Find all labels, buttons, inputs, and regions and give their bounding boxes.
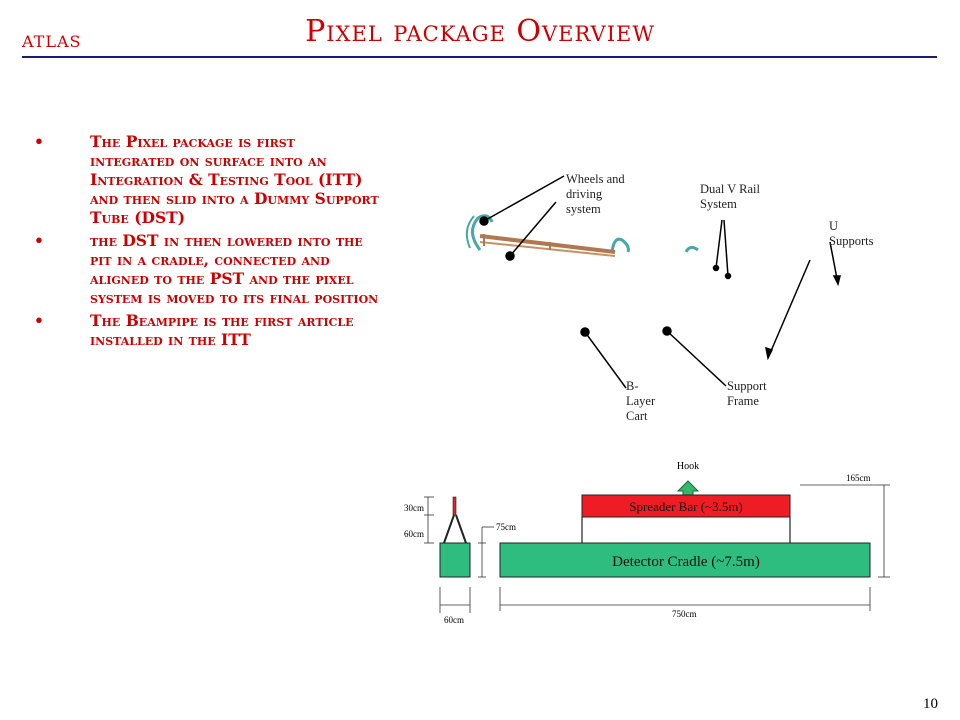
bullet-text: The Pixel package is first integrated on… — [90, 132, 379, 227]
title-divider — [22, 56, 937, 58]
atlas-logo-text: ATLAS — [22, 32, 82, 51]
dim-30cm: 30cm — [404, 503, 424, 513]
itt-ring-shapes — [465, 214, 699, 257]
bullet-marker: • — [34, 311, 44, 330]
label-wheels-line: system — [566, 202, 601, 216]
label-support-line: Frame — [727, 394, 759, 408]
bullet-item: • The Beampipe is the first article inst… — [34, 311, 384, 349]
bullet-item: • The Pixel package is first integrated … — [34, 132, 384, 227]
label-u-line: U — [829, 219, 839, 233]
hook-label: Hook — [677, 461, 699, 472]
label-dual-line: Dual V Rail — [700, 182, 760, 196]
page-number: 10 — [923, 696, 938, 712]
slide-title: Pixel package Overview — [305, 14, 655, 49]
cradle-diagram: Hook Spreader Bar (~3.5m) Detector Cradl… — [404, 461, 890, 625]
bullet-list: • The Pixel package is first integrated … — [34, 132, 384, 353]
bullet-marker: • — [34, 231, 44, 250]
label-support-frame: Support Frame — [727, 379, 767, 409]
spreader-bar — [581, 494, 791, 518]
leader-lines — [479, 175, 841, 389]
bullet-marker: • — [34, 132, 44, 151]
side-block — [439, 542, 471, 578]
photo-annotation-diagram — [465, 175, 841, 389]
label-u-line: Supports — [829, 234, 874, 248]
detector-cradle — [499, 542, 871, 578]
bullet-text: the DST in then lowered into the pit in … — [90, 231, 379, 307]
bullet-text: The Beampipe is the first article instal… — [90, 311, 354, 349]
dim-60cm-horizontal: 60cm — [444, 615, 464, 625]
label-support-line: Support — [727, 379, 767, 393]
label-wheels-line: driving — [566, 187, 603, 201]
detector-cradle-label: Detector Cradle (~7.5m) — [612, 554, 760, 570]
spreader-bar-label: Spreader Bar (~3.5m) — [629, 499, 743, 514]
dim-60cm-vertical: 60cm — [404, 529, 424, 539]
dim-75cm: 75cm — [496, 522, 516, 532]
label-blayer-line: Cart — [626, 409, 648, 423]
label-blayer-line: B- — [626, 379, 639, 393]
label-blayer-line: Layer — [626, 394, 656, 408]
label-wheels-line: Wheels and — [566, 172, 625, 186]
label-dual-v-rail: Dual V Rail System — [700, 182, 760, 212]
dimension-lines — [424, 484, 890, 613]
dim-165cm: 165cm — [846, 473, 871, 483]
label-dual-line: System — [700, 197, 737, 211]
label-wheels: Wheels and driving system — [566, 172, 625, 217]
dim-750cm: 750cm — [672, 609, 697, 619]
label-b-layer-cart: B- Layer Cart — [626, 379, 655, 424]
label-u-supports: U Supports — [829, 219, 873, 249]
bullet-item: • the DST in then lowered into the pit i… — [34, 231, 384, 307]
